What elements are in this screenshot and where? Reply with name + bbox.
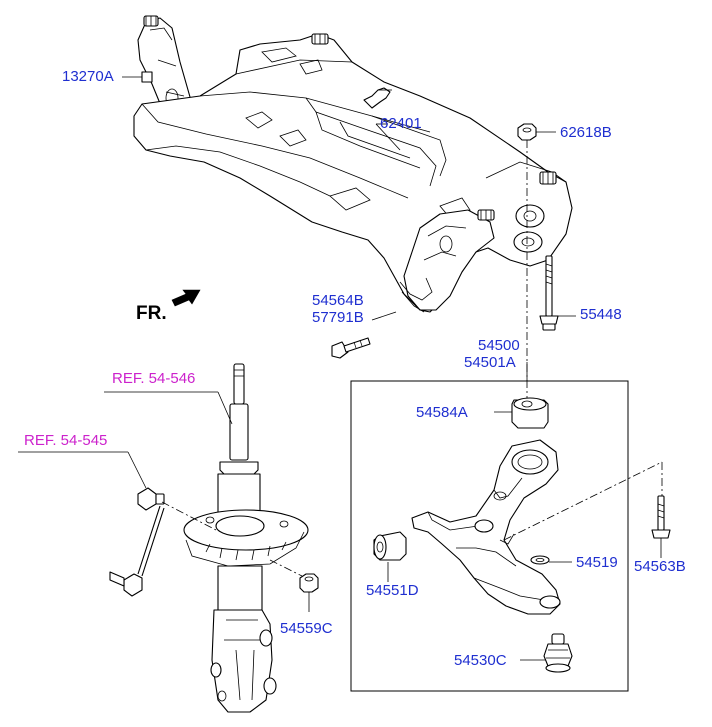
label-54551d[interactable]: 54551D [366,582,419,599]
label-62618b[interactable]: 62618B [560,124,612,141]
front-bushing-drawing[interactable] [373,531,407,561]
label-55448[interactable]: 55448 [580,306,622,323]
label-54564b[interactable]: 54564B [312,292,364,309]
ref-strut-label[interactable]: REF. 54-546 [112,370,196,387]
clip-54519-drawing[interactable] [530,555,550,565]
stabilizer-link-drawing[interactable] [109,487,165,597]
forward-arrow-icon [171,289,201,307]
label-54530c[interactable]: 54530C [454,652,507,669]
bolt-54563b-drawing[interactable] [651,495,671,539]
label-54584a[interactable]: 54584A [416,404,468,421]
nut-62618b-drawing[interactable] [517,123,537,141]
ball-joint-drawing[interactable] [543,633,573,673]
label-62401[interactable]: 62401 [380,115,422,132]
lower-arm-assembly-box [350,380,629,692]
label-54563b[interactable]: 54563B [634,558,686,575]
label-13270a[interactable]: 13270A [62,68,114,85]
front-orientation-label: FR. [136,303,167,324]
label-57791b[interactable]: 57791B [312,309,364,326]
label-54519[interactable]: 54519 [576,554,618,571]
label-54559c[interactable]: 54559C [280,620,333,637]
crossmember-drawing[interactable] [133,15,573,313]
bolt-54564b-drawing[interactable] [331,337,371,359]
ref-stabilizer-link-label[interactable]: REF. 54-545 [24,432,108,449]
label-54501a[interactable]: 54501A [464,354,516,371]
rear-bushing-drawing[interactable] [511,397,549,429]
strut-assembly-drawing[interactable] [183,363,309,713]
label-54500[interactable]: 54500 [478,337,520,354]
bolt-55448-drawing[interactable] [539,255,559,331]
lower-control-arm-drawing[interactable] [411,439,561,615]
nut-54559c-drawing[interactable] [299,573,319,593]
